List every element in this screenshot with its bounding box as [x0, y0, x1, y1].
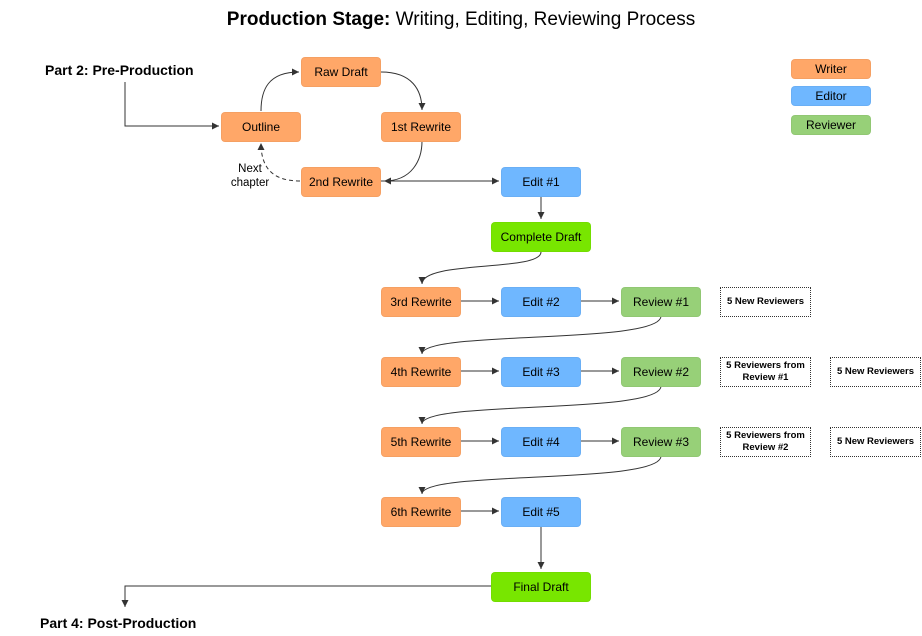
node-review-3: Review #3	[621, 427, 701, 457]
edge-preproduction-outline	[124, 82, 219, 130]
part-start-label: Part 2: Pre-Production	[45, 62, 194, 78]
node-1st-rewrite: 1st Rewrite	[381, 112, 461, 142]
note-review1-new-reviewers: 5 New Reviewers	[720, 287, 811, 317]
node-edit-1: Edit #1	[501, 167, 581, 197]
note-review2-from-line1: 5 Reviewers from	[726, 360, 805, 371]
node-6th-rewrite: 6th Rewrite	[381, 497, 461, 527]
node-edit-4: Edit #4	[501, 427, 581, 457]
next-chapter-label: Next chapter	[222, 162, 278, 190]
node-review-2: Review #2	[621, 357, 701, 387]
note-review3-new-reviewers: 5 New Reviewers	[830, 427, 921, 457]
edge-rewrite2-outline-dashed	[257, 142, 301, 182]
next-chapter-line2: chapter	[230, 177, 270, 189]
node-outline: Outline	[221, 112, 301, 142]
node-5th-rewrite: 5th Rewrite	[381, 427, 461, 457]
node-2nd-rewrite: 2nd Rewrite	[301, 167, 381, 197]
node-4th-rewrite: 4th Rewrite	[381, 357, 461, 387]
node-final-draft: Final Draft	[491, 572, 591, 602]
edge-review2-rewrite5	[418, 385, 662, 425]
diagram-title: Production Stage: Writing, Editing, Revi…	[0, 9, 922, 31]
node-raw-draft: Raw Draft	[301, 57, 381, 87]
legend-reviewer: Reviewer	[791, 115, 871, 135]
node-3rd-rewrite: 3rd Rewrite	[381, 287, 461, 317]
legend-writer: Writer	[791, 59, 871, 79]
note-review3-from-line1: 5 Reviewers from	[726, 430, 805, 441]
edge-completedraft-rewrite3	[418, 251, 542, 285]
title-rest: Writing, Editing, Reviewing Process	[390, 9, 696, 30]
note-review3-from-review2: 5 Reviewers from Review #2	[720, 427, 811, 457]
node-edit-2: Edit #2	[501, 287, 581, 317]
node-edit-5: Edit #5	[501, 497, 581, 527]
title-bold: Production Stage:	[226, 9, 391, 30]
edge-review1-rewrite4	[418, 315, 662, 355]
edge-outline-rawdraft	[260, 68, 300, 112]
node-review-1: Review #1	[621, 287, 701, 317]
legend-editor: Editor	[791, 86, 871, 106]
node-complete-draft: Complete Draft	[491, 222, 591, 252]
node-edit-3: Edit #3	[501, 357, 581, 387]
edge-rawdraft-rewrite1	[380, 71, 426, 111]
edge-rewrite1-rewrite2	[383, 140, 423, 185]
part-end-label: Part 4: Post-Production	[40, 615, 197, 631]
note-review2-new-reviewers: 5 New Reviewers	[830, 357, 921, 387]
note-review3-from-line2: Review #2	[742, 442, 789, 453]
note-review2-from-line2: Review #1	[742, 372, 789, 383]
edge-finaldraft-postproduction	[121, 585, 491, 607]
next-chapter-line1: Next	[238, 163, 262, 175]
edge-review3-rewrite6	[418, 455, 662, 495]
note-review2-from-review1: 5 Reviewers from Review #1	[720, 357, 811, 387]
